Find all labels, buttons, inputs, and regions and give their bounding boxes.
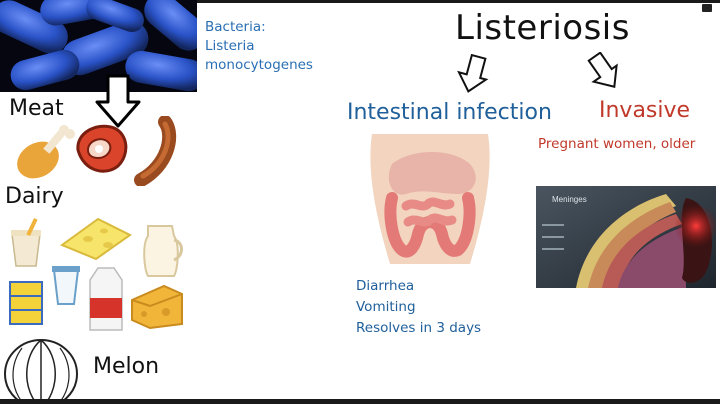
cheese-block-icon	[131, 284, 183, 330]
arrow-down-right-icon	[587, 52, 618, 88]
bottom-border	[0, 399, 720, 404]
top-border	[0, 0, 720, 3]
yogurt-stack-icon	[9, 281, 43, 325]
intestinal-infection-heading: Intestinal infection	[347, 100, 552, 125]
bacteria-caption: Bacteria: Listeria monocytogenes	[205, 18, 313, 75]
dairy-label: Dairy	[5, 184, 64, 209]
steak-icon	[76, 124, 128, 173]
intestine-illustration	[370, 134, 490, 264]
milk-jug-icon	[143, 225, 183, 277]
meninges-label: Meninges	[552, 195, 587, 204]
symptom-item: Vomiting	[356, 299, 416, 315]
bacteria-line: monocytogenes	[205, 57, 313, 73]
sausage-icon	[134, 116, 176, 186]
invasive-heading: Invasive	[599, 98, 691, 123]
page-title: Listeriosis	[455, 8, 630, 48]
bacteria-line: Bacteria:	[205, 19, 266, 35]
yogurt-cup-icon	[52, 266, 80, 305]
window-control-icon[interactable]	[702, 4, 712, 12]
cheese-slice-icon	[59, 217, 132, 261]
invasive-subtitle: Pregnant women, older	[538, 136, 696, 152]
symptom-item: Resolves in 3 days	[356, 320, 482, 336]
melon-label: Melon	[93, 354, 160, 379]
drumstick-icon	[17, 125, 75, 179]
symptom-item: Diarrhea	[356, 278, 415, 294]
bacteria-image	[0, 0, 197, 92]
symptom-list: Diarrhea Vomiting Resolves in 3 days	[356, 276, 481, 339]
meninges-illustration: Meninges	[536, 186, 716, 288]
arrow-down-icon	[95, 74, 141, 128]
yogurt-icon	[11, 218, 41, 267]
bacteria-line: Listeria	[205, 38, 255, 54]
arrow-down-left-icon	[457, 54, 489, 93]
meat-label: Meat	[9, 96, 64, 121]
melon-icon	[4, 339, 78, 402]
milk-carton-icon	[89, 267, 123, 331]
